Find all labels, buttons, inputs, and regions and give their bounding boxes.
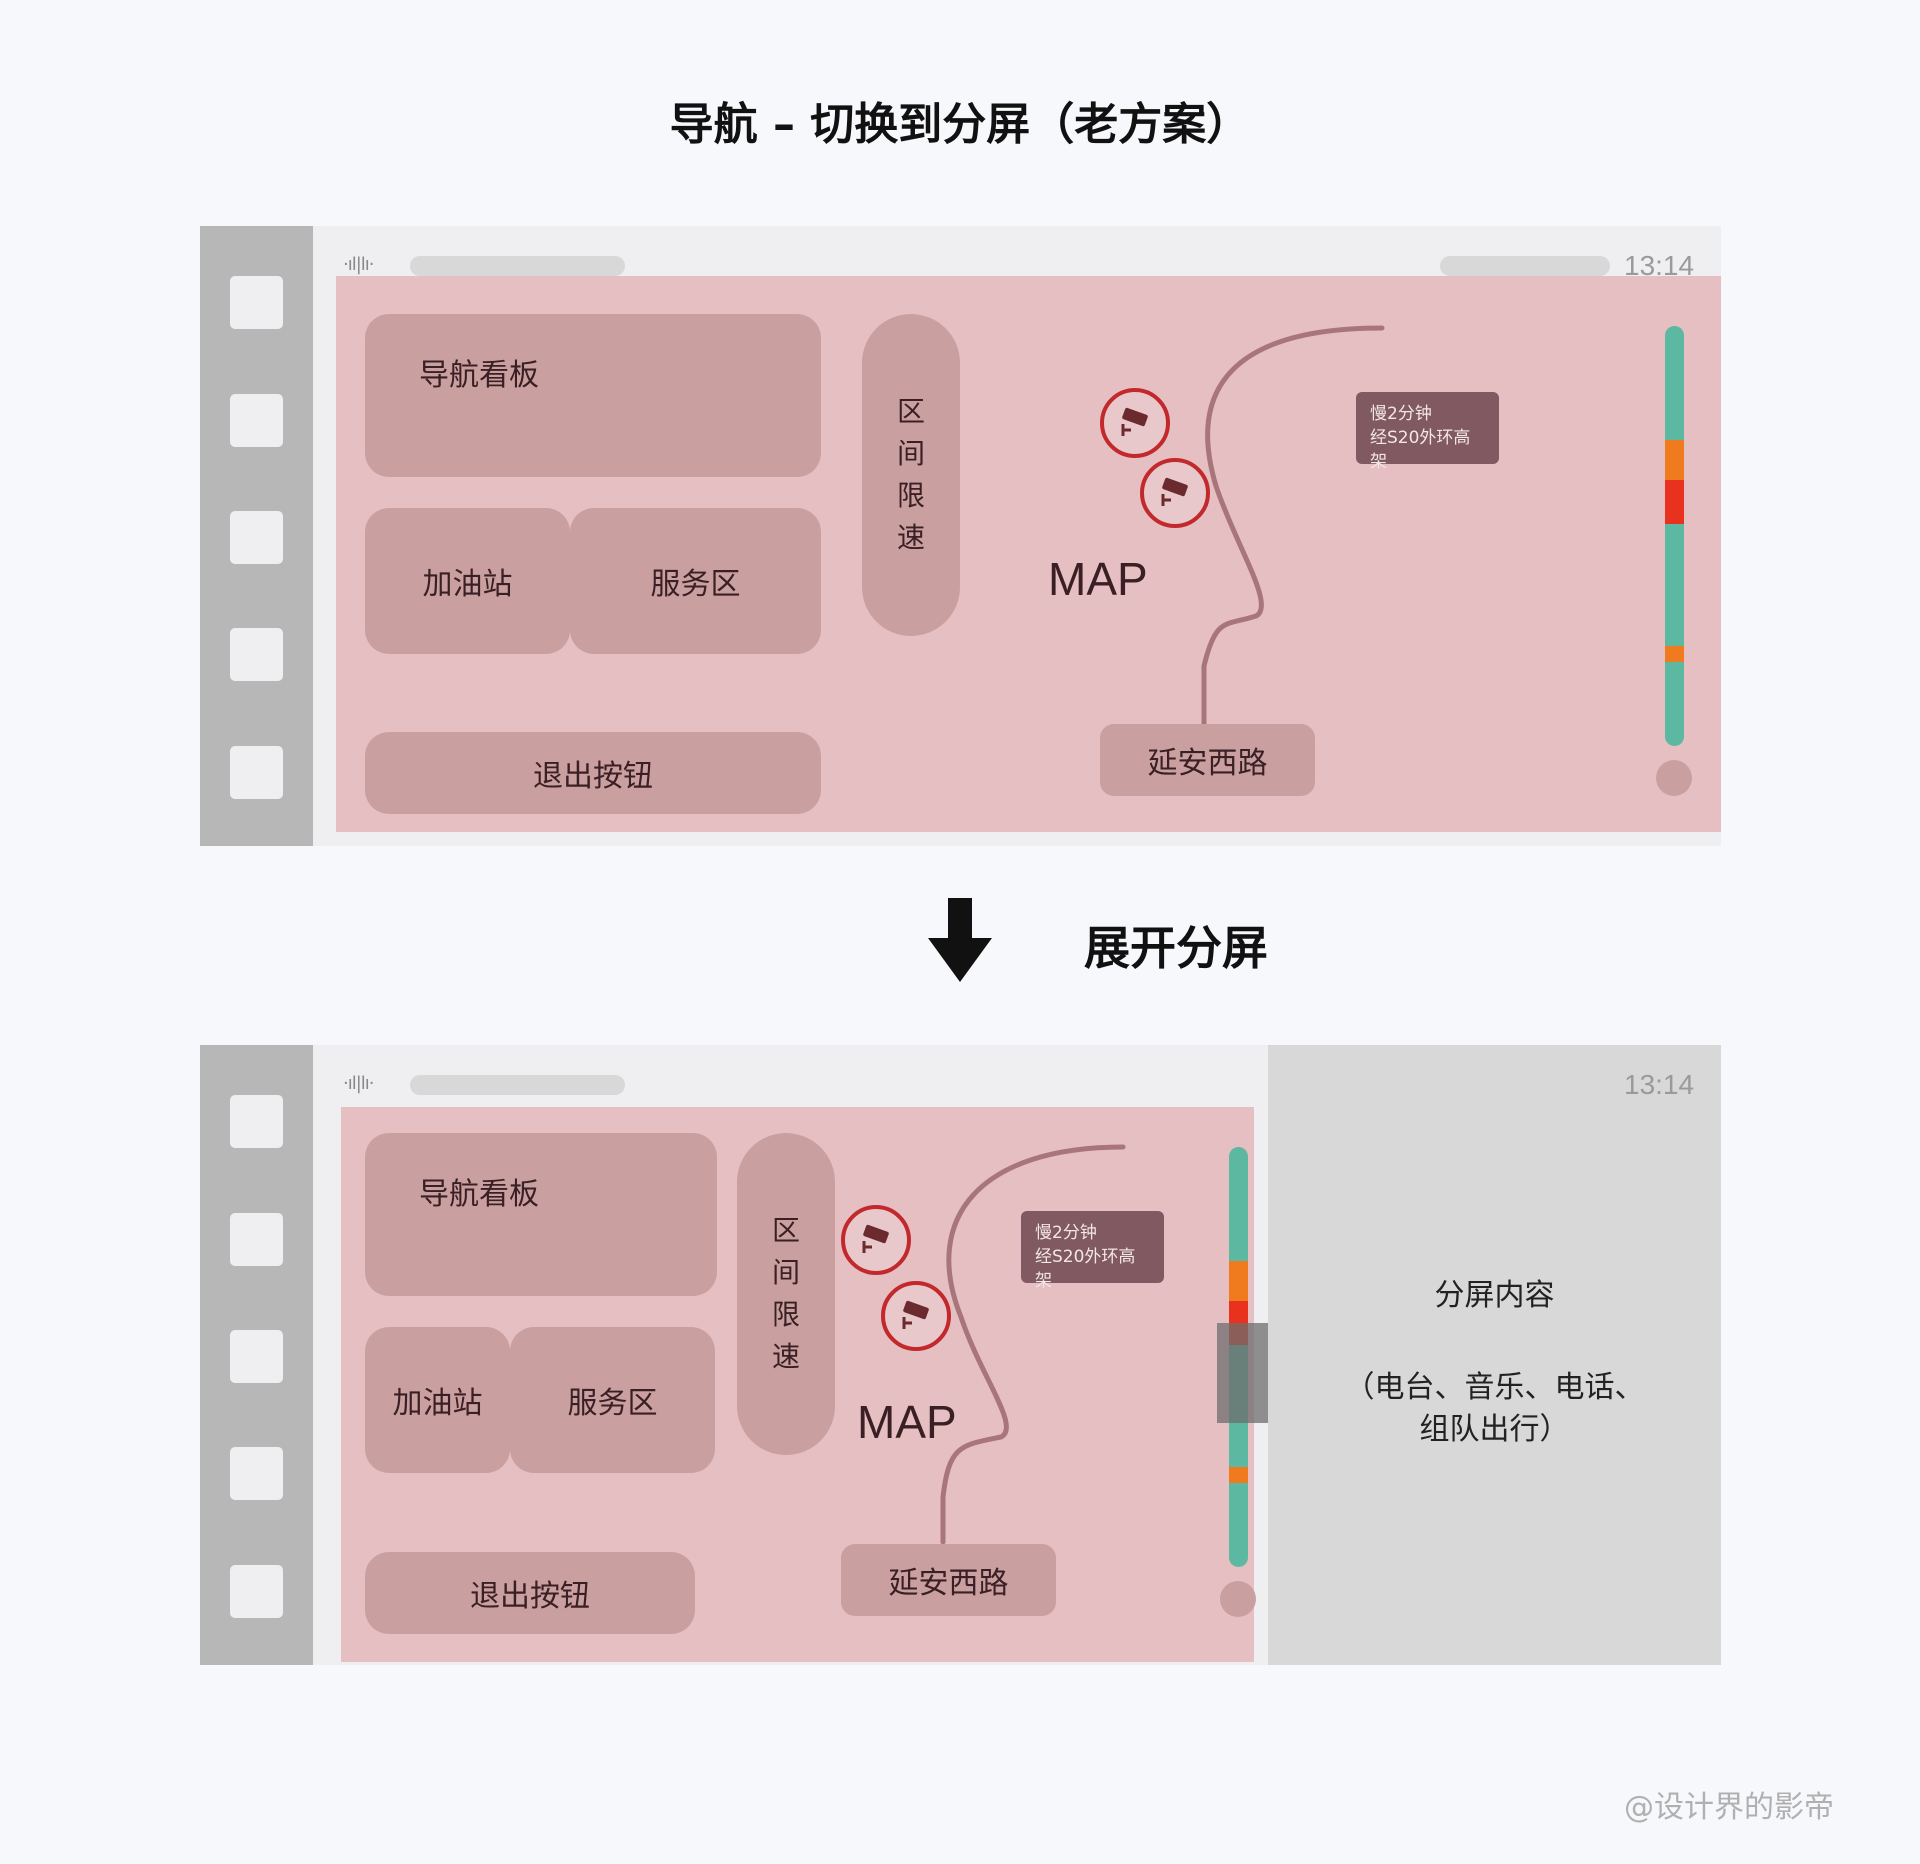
voice-wave-icon[interactable]: ·ıl|lı· bbox=[343, 254, 375, 275]
speed-zone-char: 限 bbox=[771, 1298, 800, 1331]
dock-button[interactable] bbox=[230, 1213, 283, 1266]
car-position-knob[interactable] bbox=[1656, 760, 1692, 796]
left-dock bbox=[200, 1045, 313, 1665]
route-tip-line: 经S20外环高架 bbox=[1035, 1247, 1136, 1291]
arrow-down-icon bbox=[928, 898, 992, 982]
service-area-label: 服务区 bbox=[567, 1386, 658, 1421]
voice-wave-icon[interactable]: ·ıl|lı· bbox=[343, 1073, 375, 1094]
service-area-button[interactable]: 服务区 bbox=[570, 508, 821, 654]
route-tip-line: 慢2分钟 bbox=[1035, 1223, 1097, 1243]
route-tip[interactable]: 慢2分钟 经S20外环高架 bbox=[1356, 392, 1499, 472]
nav-board-label: 导航看板 bbox=[419, 1177, 539, 1212]
dock-button[interactable] bbox=[230, 1330, 283, 1383]
split-panel: 13:14 分屏内容 （电台、音乐、电话、 组队出行） bbox=[1268, 1045, 1721, 1665]
road-name-button[interactable]: 延安西路 bbox=[841, 1544, 1056, 1616]
split-title: 分屏内容 bbox=[1434, 1278, 1555, 1313]
nav-board-label: 导航看板 bbox=[419, 358, 539, 393]
route-line bbox=[940, 1144, 1126, 1545]
gas-station-label: 加油站 bbox=[422, 567, 513, 602]
watermark: @设计界的影帝 bbox=[1624, 1790, 1834, 1825]
speed-zone-char: 区 bbox=[896, 395, 925, 428]
gas-station-button[interactable]: 加油站 bbox=[365, 1327, 510, 1473]
dock-button[interactable] bbox=[230, 511, 283, 564]
route-tip-line: 慢2分钟 bbox=[1370, 404, 1432, 424]
left-dock bbox=[200, 226, 313, 846]
car-position-knob[interactable] bbox=[1220, 1581, 1256, 1617]
nav-board-card[interactable]: 导航看板 bbox=[365, 314, 821, 477]
speed-zone-card: 区 间 限 速 bbox=[862, 314, 960, 636]
split-desc-line: （电台、音乐、电话、 bbox=[1344, 1370, 1645, 1405]
screen-after: ·ıl|lı· 导航看板 加油站 服务区 退出按钮 区 间 限 速 MAP bbox=[200, 1045, 1721, 1665]
speed-zone-char: 速 bbox=[771, 1340, 800, 1373]
service-area-button[interactable]: 服务区 bbox=[510, 1327, 715, 1473]
route-tip-line: 经S20外环高架 bbox=[1370, 428, 1471, 472]
dock-button[interactable] bbox=[230, 1447, 283, 1500]
speed-zone-char: 区 bbox=[771, 1214, 800, 1247]
clock: 13:14 bbox=[1624, 1069, 1695, 1100]
speed-camera-icon[interactable] bbox=[1140, 458, 1210, 528]
expand-split-label: 展开分屏 bbox=[1084, 921, 1268, 975]
speed-zone-char: 限 bbox=[896, 479, 925, 512]
status-pill bbox=[1440, 256, 1610, 276]
map-label: MAP bbox=[857, 1396, 957, 1448]
navigation-area: 导航看板 加油站 服务区 退出按钮 区 间 限 速 MAP 慢2分钟 bbox=[336, 276, 1721, 832]
page-title: 导航 – 切换到分屏（老方案） bbox=[669, 99, 1251, 150]
status-pill bbox=[410, 256, 625, 276]
traffic-bar bbox=[1665, 326, 1684, 746]
exit-button-label: 退出按钮 bbox=[470, 1579, 590, 1614]
screen-before: ·ıl|lı· 13:14 导航看板 加油站 服务区 退出按钮 区 间 限 速 bbox=[200, 226, 1721, 846]
speed-camera-icon[interactable] bbox=[1100, 388, 1170, 458]
map-label: MAP bbox=[1048, 553, 1148, 605]
navigation-area: 导航看板 加油站 服务区 退出按钮 区 间 限 速 MAP 慢2分钟 经S2 bbox=[341, 1107, 1256, 1662]
route-tip[interactable]: 慢2分钟 经S20外环高架 bbox=[1021, 1211, 1164, 1291]
speed-zone-char: 间 bbox=[771, 1256, 800, 1289]
route-line bbox=[1201, 325, 1385, 729]
road-name-label: 延安西路 bbox=[888, 1566, 1009, 1601]
dock-button[interactable] bbox=[230, 628, 283, 681]
road-name-button[interactable]: 延安西路 bbox=[1100, 724, 1315, 796]
gas-station-label: 加油站 bbox=[392, 1386, 483, 1421]
split-desc-line: 组队出行） bbox=[1419, 1412, 1570, 1447]
exit-button-label: 退出按钮 bbox=[533, 759, 653, 794]
exit-button[interactable]: 退出按钮 bbox=[365, 732, 821, 814]
speed-camera-icon[interactable] bbox=[841, 1205, 911, 1275]
dock-button[interactable] bbox=[230, 394, 283, 447]
dock-button[interactable] bbox=[230, 276, 283, 329]
dock-button[interactable] bbox=[230, 1565, 283, 1618]
gas-station-button[interactable]: 加油站 bbox=[365, 508, 570, 654]
speed-zone-char: 间 bbox=[896, 437, 925, 470]
dock-button[interactable] bbox=[230, 746, 283, 799]
road-name-label: 延安西路 bbox=[1147, 746, 1268, 781]
service-area-label: 服务区 bbox=[650, 567, 741, 602]
dock-button[interactable] bbox=[230, 1095, 283, 1148]
speed-zone-char: 速 bbox=[896, 521, 925, 554]
split-drag-handle[interactable] bbox=[1217, 1323, 1268, 1423]
speed-camera-icon[interactable] bbox=[881, 1281, 951, 1351]
clock: 13:14 bbox=[1624, 250, 1695, 281]
exit-button[interactable]: 退出按钮 bbox=[365, 1552, 695, 1634]
status-pill bbox=[410, 1075, 625, 1095]
nav-board-card[interactable]: 导航看板 bbox=[365, 1133, 717, 1296]
speed-zone-card: 区 间 限 速 bbox=[737, 1133, 835, 1455]
